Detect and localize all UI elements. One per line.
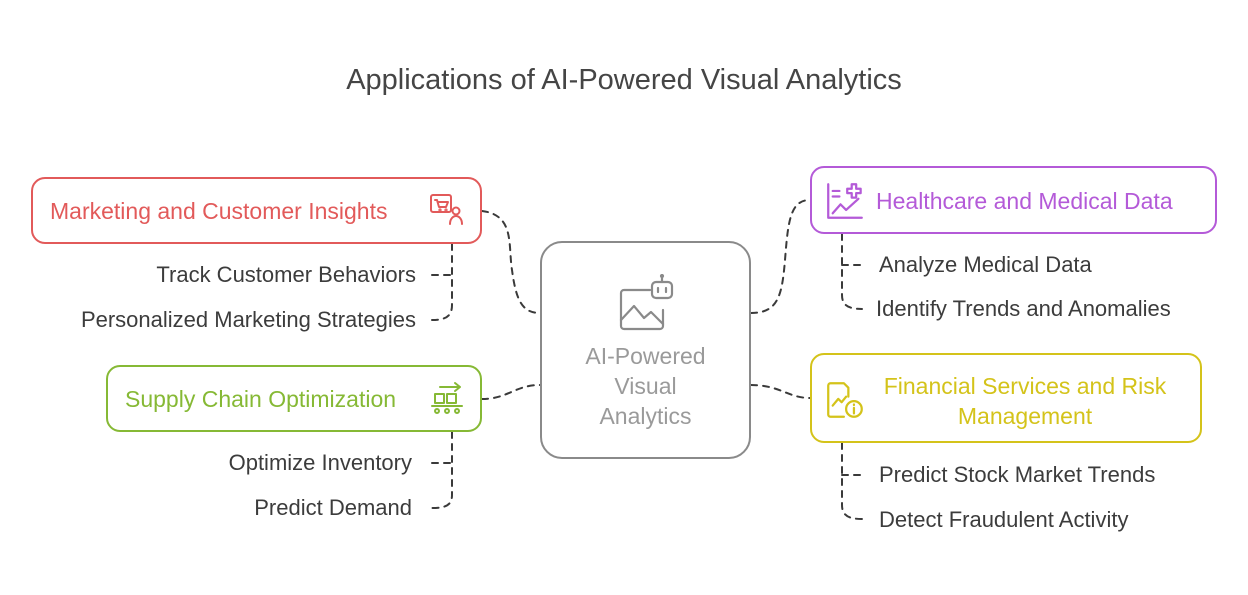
connector-supply [481, 384, 541, 400]
shopping-cart-user-icon [430, 194, 463, 225]
financial-item-2: Detect Fraudulent Activity [879, 507, 1129, 532]
conveyor-belt-icon [431, 382, 463, 414]
connector-financial-items [841, 442, 863, 520]
connector-marketing [481, 210, 541, 314]
supply-item-1: Optimize Inventory [228, 450, 412, 475]
central-label-line-3: Analytics [599, 403, 692, 429]
image-bot-icon [619, 274, 674, 331]
supply-item-2: Predict Demand [254, 495, 412, 520]
branch-financial-label-line-1: Financial Services and Risk [883, 373, 1167, 399]
connector-healthcare-items [841, 233, 863, 310]
financial-report-icon [827, 382, 863, 418]
healthcare-item-1: Analyze Medical Data [879, 252, 1092, 277]
connector-supply-items [431, 431, 453, 509]
branch-healthcare[interactable]: Healthcare and Medical Data [810, 166, 1217, 234]
branch-financial-label-line-2: Management [957, 403, 1093, 429]
branch-healthcare-label: Healthcare and Medical Data [876, 188, 1173, 214]
branch-marketing-label: Marketing and Customer Insights [50, 198, 388, 224]
connector-healthcare [750, 199, 811, 314]
connector-marketing-items [431, 243, 453, 321]
healthcare-item-2: Identify Trends and Anomalies [876, 296, 1171, 321]
branch-marketing[interactable]: Marketing and Customer Insights [31, 177, 482, 244]
diagram-title: Applications of AI-Powered Visual Analyt… [346, 64, 902, 96]
connector-financial [750, 384, 811, 399]
marketing-item-2: Personalized Marketing Strategies [80, 307, 416, 332]
marketing-item-1: Track Customer Behaviors [156, 262, 416, 287]
branch-financial[interactable]: Financial Services and Risk Management [810, 353, 1202, 443]
central-topic-label: AI-Powered Visual Analytics [542, 341, 749, 431]
central-label-line-2: Visual [614, 373, 677, 399]
medical-chart-icon [827, 183, 863, 219]
central-topic[interactable]: AI-Powered Visual Analytics [540, 241, 751, 459]
branch-supply-chain[interactable]: Supply Chain Optimization [106, 365, 482, 432]
branch-supply-chain-label: Supply Chain Optimization [125, 386, 397, 412]
branch-financial-label: Financial Services and Risk Management [870, 371, 1180, 431]
central-label-line-1: AI-Powered [585, 343, 706, 369]
financial-item-1: Predict Stock Market Trends [879, 462, 1156, 487]
